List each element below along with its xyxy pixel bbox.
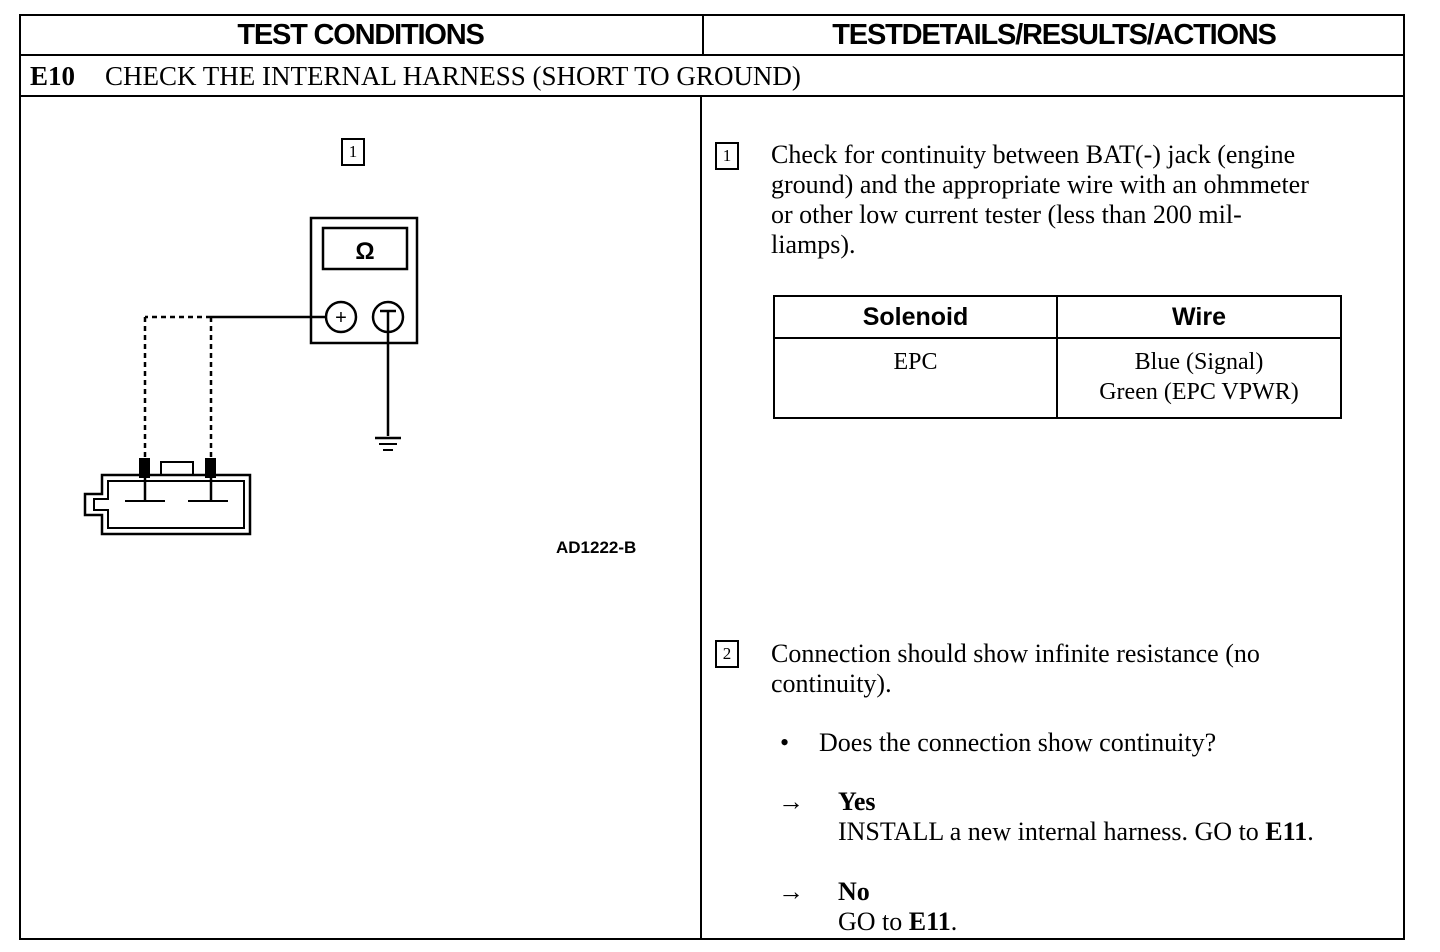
step-1-line: Check for continuity between BAT(-) jack…	[771, 140, 1296, 169]
question-text: Does the connection show continuity?	[819, 728, 1217, 757]
probe-right	[205, 458, 216, 502]
answer-yes-label: Yes	[838, 787, 876, 816]
answer-yes-suffix: .	[1307, 817, 1314, 846]
table-cell-solenoid: EPC	[773, 337, 1058, 419]
body-column-divider	[700, 95, 702, 940]
question-bullet: •	[780, 728, 790, 757]
step-1-line: or other low current tester (less than 2…	[771, 200, 1242, 229]
ohmmeter-display	[321, 226, 409, 271]
answer-yes-action-text: INSTALL a new internal harness. GO to	[838, 817, 1266, 846]
section-code: E10	[30, 61, 76, 91]
figure-step-marker: 1	[341, 138, 365, 166]
table-header-solenoid: Solenoid	[773, 295, 1058, 339]
wire-line: Blue (Signal)	[1134, 349, 1264, 375]
answer-yes-action: INSTALL a new internal harness. GO to E1…	[838, 817, 1314, 847]
ohm-symbol-icon: Ω	[355, 238, 374, 265]
step-1-line: ground) and the appropriate wire with an…	[771, 170, 1309, 199]
answer-no-action: GO to E11.	[838, 907, 957, 937]
wire-line: Green (EPC VPWR)	[1099, 379, 1299, 405]
step-1-text: Check for continuity between BAT(-) jack…	[771, 140, 1401, 260]
page-frame	[19, 14, 1405, 940]
step-2-line: continuity).	[771, 669, 892, 698]
section-title: E10 CHECK THE INTERNAL HARNESS (SHORT TO …	[30, 58, 801, 94]
answer-no: No GO to E11.	[838, 877, 957, 937]
answer-yes: Yes INSTALL a new internal harness. GO t…	[838, 787, 1314, 847]
solenoid-connector	[83, 461, 252, 536]
answer-no-suffix: .	[950, 907, 958, 936]
ohmmeter-body	[309, 216, 419, 345]
answer-yes-link: E11	[1265, 817, 1308, 846]
answer-no-label: No	[838, 877, 870, 906]
table-header-wire: Wire	[1056, 295, 1342, 339]
answer-no-action-text: GO to	[838, 907, 909, 936]
step-2-text: Connection should show infinite resistan…	[771, 639, 1401, 699]
section-divider	[19, 95, 1405, 97]
step-1-line: liamps).	[771, 230, 856, 259]
header-test-details: TESTDETAILS/RESULTS/ACTIONS	[832, 19, 1277, 51]
solenoid-wire-table: Solenoid Wire EPC Blue (Signal) Green (E…	[773, 295, 1342, 419]
probe-left	[139, 458, 150, 502]
no-arrow-icon: →	[778, 877, 804, 906]
header-test-conditions: TEST CONDITIONS	[237, 19, 484, 51]
ohmmeter-diagram: Ω +	[83, 216, 419, 536]
table-cell-wire: Blue (Signal) Green (EPC VPWR)	[1056, 337, 1342, 419]
section-title-text: CHECK THE INTERNAL HARNESS (SHORT TO GRO…	[105, 61, 801, 91]
header-divider	[19, 54, 1405, 56]
table-row: EPC Blue (Signal) Green (EPC VPWR)	[773, 337, 1342, 419]
figure-label: AD1222-B	[556, 538, 637, 557]
step-2-line: Connection should show infinite resistan…	[771, 639, 1260, 668]
yes-arrow-icon: →	[778, 787, 804, 816]
header-column-divider	[702, 14, 704, 55]
step-1-marker: 1	[715, 142, 739, 170]
step-2-marker: 2	[715, 640, 739, 668]
answer-no-link: E11	[908, 907, 951, 936]
ground-symbol-icon	[375, 436, 401, 451]
positive-terminal-symbol: +	[335, 307, 347, 329]
